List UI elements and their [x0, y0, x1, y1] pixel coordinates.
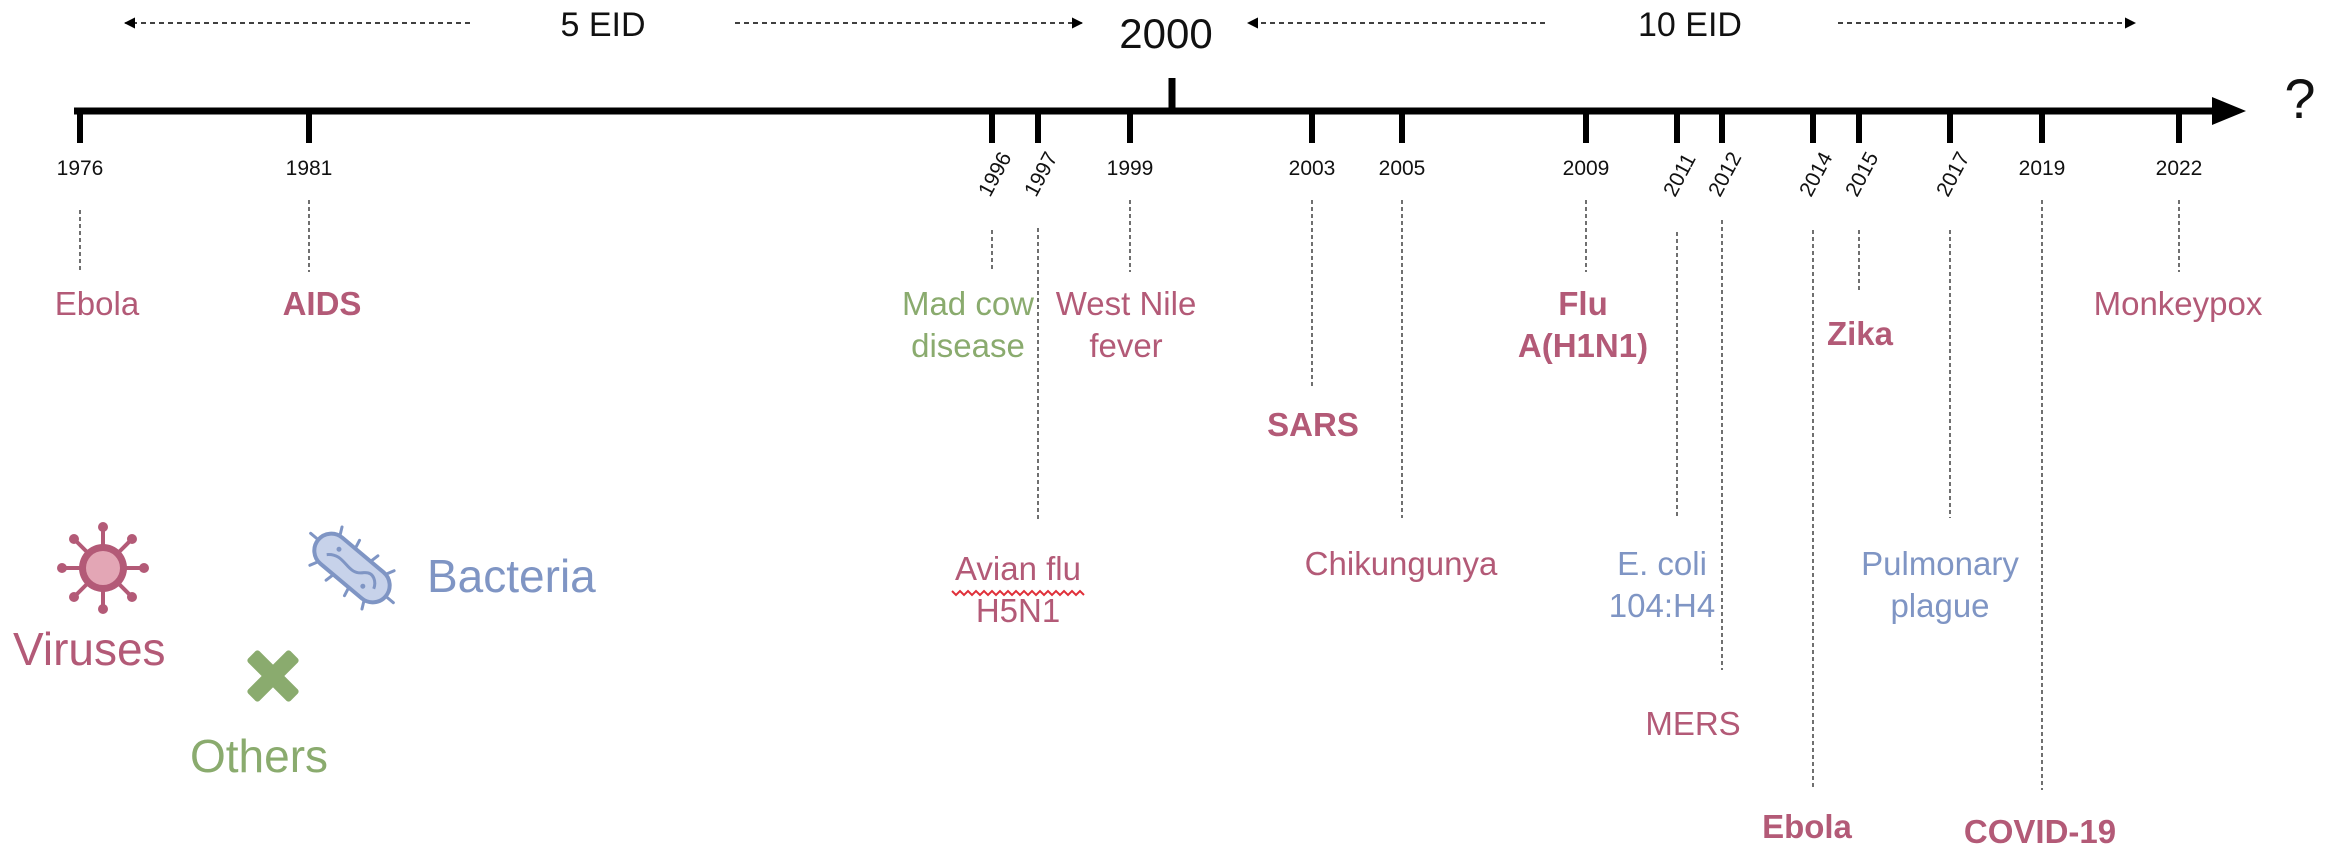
future-question-mark: ? — [2284, 67, 2315, 130]
event-label-2015: Zika — [1827, 315, 1894, 352]
year-label-2017: 2017 — [1932, 148, 1974, 200]
center-year-label: 2000 — [1119, 10, 1212, 57]
event-label-line: AIDS — [283, 285, 362, 322]
bacterium-icon — [308, 525, 396, 611]
virus-icon — [57, 522, 149, 614]
event-label-line: fever — [1089, 327, 1162, 364]
year-label-1996: 1996 — [974, 148, 1016, 200]
event-label-line: SARS — [1267, 406, 1359, 443]
event-label-line: Pulmonary — [1861, 545, 2019, 582]
event-label-line: disease — [911, 327, 1025, 364]
legend-viruses-label: Viruses — [13, 623, 166, 675]
period-before-2000: 5 EID — [123, 6, 1084, 44]
year-label-2022: 2022 — [2156, 157, 2203, 180]
year-label-2019: 2019 — [2019, 157, 2066, 180]
year-label-1976: 1976 — [57, 157, 104, 180]
legend-bacteria-label: Bacteria — [427, 550, 596, 602]
event-label-1999: West Nile fever — [1056, 285, 1197, 364]
event-label-2014: Ebola — [1762, 808, 1852, 845]
event-label-line: Mad cow — [902, 285, 1034, 322]
year-label-2003: 2003 — [1289, 157, 1336, 180]
event-label-line: E. coli — [1617, 545, 1707, 582]
spellcheck-underline — [951, 589, 1085, 597]
event-label-line: Ebola — [1762, 808, 1852, 845]
year-label-1999: 1999 — [1107, 157, 1154, 180]
event-label-2011: E. coli 104:H4 — [1609, 545, 1715, 624]
event-label-line: H5N1 — [976, 592, 1060, 629]
period-after-2000: 10 EID — [1246, 6, 2137, 44]
year-label-2015: 2015 — [1841, 148, 1883, 200]
legend-others-label: Others — [190, 730, 328, 782]
event-label-2005: Chikungunya — [1305, 545, 1498, 582]
event-label-1981: AIDS — [283, 285, 362, 322]
event-label-line: plague — [1890, 587, 1989, 624]
timeline-axis-arrowhead — [2212, 97, 2246, 125]
event-label-line: 104:H4 — [1609, 587, 1715, 624]
event-label-line: Ebola — [55, 285, 140, 322]
event-label-1996: Mad cow disease — [902, 285, 1034, 364]
year-label-2011: 2011 — [1659, 150, 1701, 201]
event-label-2003: SARS — [1267, 406, 1359, 443]
event-label-line: MERS — [1645, 705, 1740, 742]
year-label-2012: 2012 — [1704, 148, 1746, 200]
event-label-2017: Pulmonary plague — [1861, 545, 2019, 624]
event-label-line: Chikungunya — [1305, 545, 1498, 582]
year-label-2005: 2005 — [1379, 157, 1426, 180]
event-label-line: Avian flu — [955, 550, 1081, 587]
year-label-1981: 1981 — [286, 157, 333, 180]
year-label-1997: 1997 — [1020, 148, 1062, 200]
event-connectors — [79, 200, 2180, 790]
year-label-2009: 2009 — [1563, 157, 1610, 180]
event-label-2022: Monkeypox — [2094, 285, 2263, 322]
cross-icon — [247, 650, 299, 702]
event-label-line: West Nile — [1056, 285, 1197, 322]
period-label-after-2000: 10 EID — [1638, 6, 1742, 44]
event-label-2019: COVID-19 — [1964, 813, 2116, 850]
event-label-line: Flu — [1558, 285, 1607, 322]
event-label-line: A(H1N1) — [1518, 327, 1648, 364]
event-label-line: Zika — [1827, 315, 1894, 352]
event-label-line: Monkeypox — [2094, 285, 2263, 322]
event-label-line: COVID-19 — [1964, 813, 2116, 850]
year-label-2014: 2014 — [1795, 148, 1837, 200]
event-label-1976: Ebola — [55, 285, 140, 322]
period-label-before-2000: 5 EID — [560, 6, 645, 44]
event-label-2012: MERS — [1645, 705, 1740, 742]
